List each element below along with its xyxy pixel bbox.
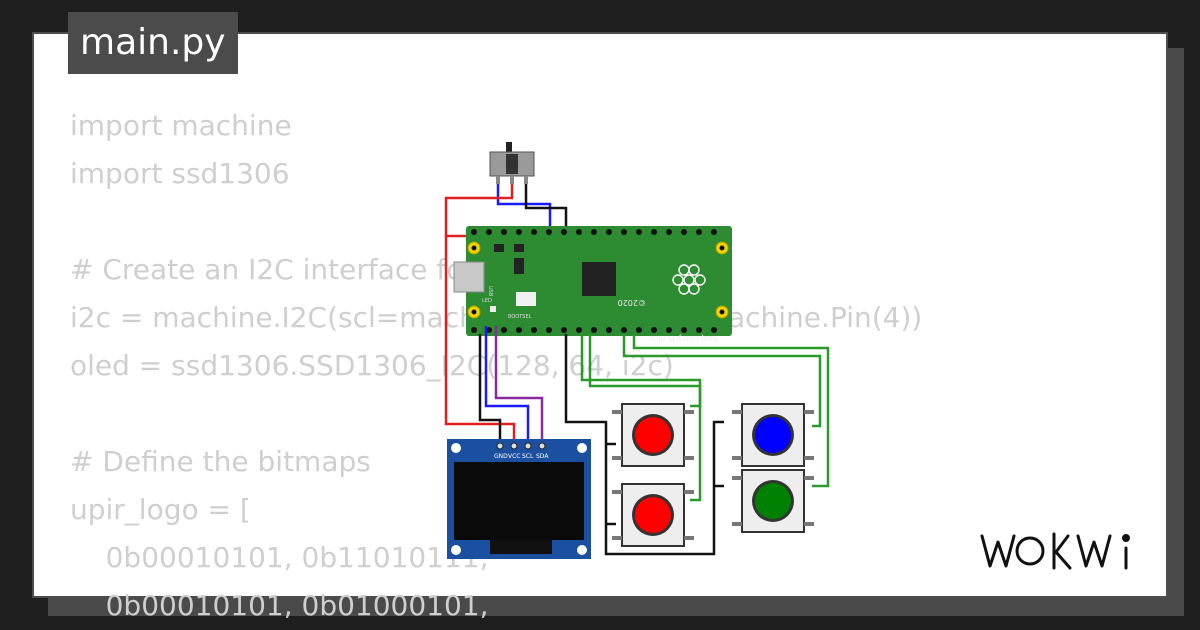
oled-display: GND VCC SCL SDA xyxy=(447,439,591,559)
code-line: # Define the bitmaps xyxy=(70,445,371,478)
oled-pin-vcc: VCC xyxy=(508,453,520,460)
button-red-top[interactable] xyxy=(612,403,694,467)
oled-pin-scl: SCL xyxy=(522,453,534,460)
led-label: LED xyxy=(482,298,492,304)
circuit-diagram: USB BOOTSEL LED Raspberry Pi Pico ©2020 xyxy=(444,142,830,559)
bootsel-label: BOOTSEL xyxy=(508,314,532,320)
mounting-holes xyxy=(467,241,729,319)
led-icon xyxy=(490,306,496,312)
button-green[interactable] xyxy=(732,469,814,533)
button-blue[interactable] xyxy=(732,403,814,467)
slide-switch[interactable] xyxy=(489,142,535,184)
board-name: Raspberry Pi Pico xyxy=(649,334,718,343)
top-pins xyxy=(471,229,717,235)
oled-pin-sda: SDA xyxy=(536,453,549,460)
raspberry-pi-pico[interactable]: USB BOOTSEL LED Raspberry Pi Pico ©2020 xyxy=(453,226,732,343)
button-red-bottom[interactable] xyxy=(612,483,694,547)
file-tab[interactable]: main.py xyxy=(68,12,238,74)
bottom-pins xyxy=(471,327,717,333)
raspberry-logo-icon xyxy=(672,264,706,295)
switch-wires xyxy=(444,184,568,238)
wokwi-logo: WOKWi xyxy=(978,526,1158,576)
oled-wires xyxy=(444,236,544,444)
code-line: upir_logo = [ xyxy=(70,493,251,526)
code-line: 0b00010101, 0b01000101, xyxy=(70,589,489,622)
bootsel-button[interactable] xyxy=(516,292,536,306)
code-line: 0b00010101, 0b11010111, xyxy=(70,541,489,574)
code-line: import machine xyxy=(70,109,292,142)
wokwi-logo-icon xyxy=(980,532,1130,570)
button-wires xyxy=(564,334,830,556)
code-line: import ssd1306 xyxy=(70,157,290,190)
usb-label: USB xyxy=(487,286,493,297)
oled-pin-gnd: GND xyxy=(494,453,508,460)
board-year: ©2020 xyxy=(618,298,646,307)
